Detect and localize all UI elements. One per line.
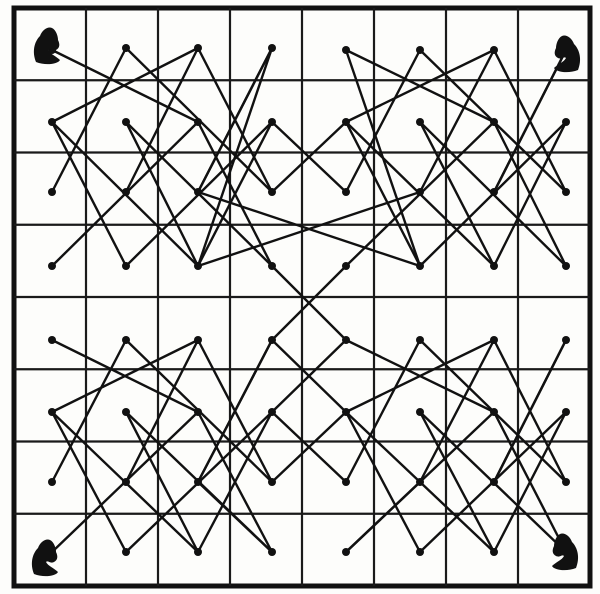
tour-vertex-dot <box>342 336 350 344</box>
tour-vertex-dot <box>122 478 130 486</box>
tour-vertex-dot <box>562 478 570 486</box>
tour-vertex-dot <box>268 44 276 52</box>
tour-vertex-dot <box>268 408 276 416</box>
tour-vertex-dot <box>416 548 424 556</box>
tour-vertex-dot <box>562 336 570 344</box>
tour-vertex-dot <box>48 188 56 196</box>
tour-vertex-dot <box>562 188 570 196</box>
tour-vertex-dot <box>416 336 424 344</box>
tour-vertex-dot <box>416 46 424 54</box>
tour-vertex-dot <box>194 336 202 344</box>
tour-vertex-dot <box>268 478 276 486</box>
tour-vertex-dot <box>342 478 350 486</box>
tour-vertex-dot <box>268 118 276 126</box>
tour-vertex-dot <box>562 262 570 270</box>
tour-vertex-dot <box>490 46 498 54</box>
tour-vertex-dot <box>342 408 350 416</box>
tour-vertex-dot <box>342 118 350 126</box>
tour-vertex-dot <box>194 408 202 416</box>
tour-vertex-dot <box>122 408 130 416</box>
tour-vertex-dot <box>194 262 202 270</box>
tour-vertex-dot <box>490 408 498 416</box>
tour-vertex-dot <box>194 548 202 556</box>
tour-vertex-dot <box>194 478 202 486</box>
tour-vertex-dot <box>342 262 350 270</box>
tour-vertex-dot <box>342 46 350 54</box>
tour-vertex-dot <box>122 336 130 344</box>
tour-vertex-dot <box>48 118 56 126</box>
tour-vertex-dot <box>416 408 424 416</box>
tour-vertex-dot <box>122 118 130 126</box>
tour-vertex-dot <box>342 188 350 196</box>
tour-vertex-dot <box>490 188 498 196</box>
tour-vertex-dot <box>416 188 424 196</box>
tour-vertex-dot <box>122 188 130 196</box>
tour-vertex-dot <box>48 336 56 344</box>
tour-vertex-dot <box>48 408 56 416</box>
tour-vertex-dot <box>562 118 570 126</box>
tour-vertex-dot <box>194 118 202 126</box>
tour-vertex-dot <box>48 478 56 486</box>
tour-vertex-dot <box>416 118 424 126</box>
tour-vertex-dot <box>268 188 276 196</box>
tour-vertex-dot <box>562 408 570 416</box>
tour-vertex-dot <box>490 548 498 556</box>
tour-vertex-dot <box>194 44 202 52</box>
tour-vertex-dot <box>490 478 498 486</box>
tour-vertex-dot <box>268 262 276 270</box>
tour-vertex-dot <box>268 548 276 556</box>
tour-vertex-dot <box>490 262 498 270</box>
tour-vertex-dot <box>122 548 130 556</box>
tour-vertex-dot <box>268 336 276 344</box>
tour-vertex-dot <box>490 118 498 126</box>
tour-vertex-dot <box>490 336 498 344</box>
tour-vertex-dot <box>122 262 130 270</box>
tour-vertex-dot <box>48 262 56 270</box>
tour-vertex-dot <box>122 44 130 52</box>
tour-vertex-dot <box>342 548 350 556</box>
tour-vertex-dot <box>416 478 424 486</box>
tour-vertex-dot <box>194 188 202 196</box>
tour-vertex-dot <box>416 262 424 270</box>
